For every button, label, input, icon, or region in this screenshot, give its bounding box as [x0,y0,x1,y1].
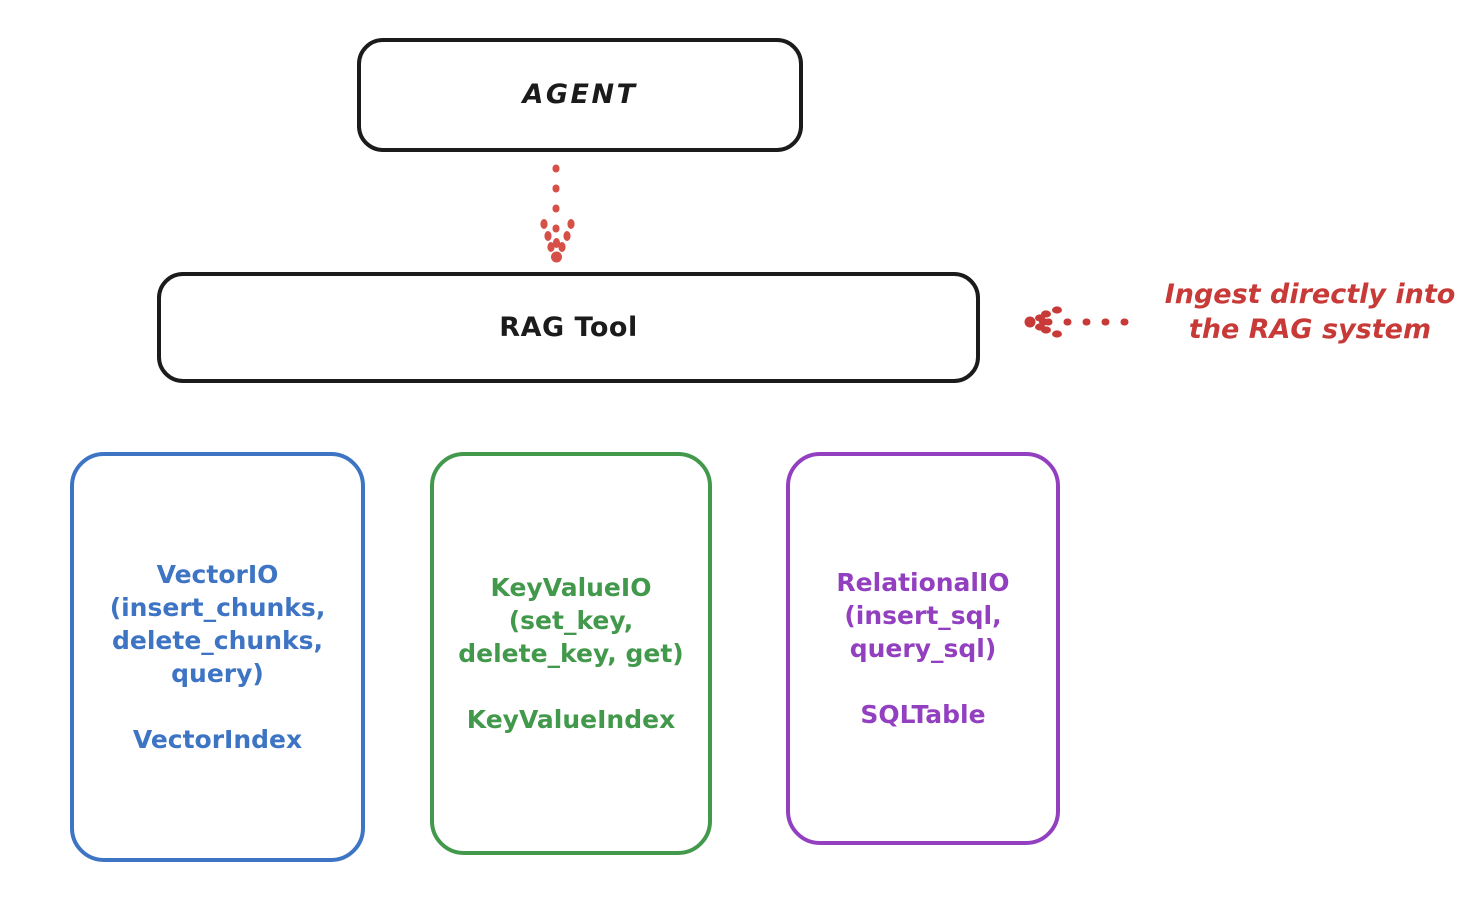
edge-ingest-to-rag-tool [1024,306,1132,338]
node-agent[interactable]: AGENT [357,38,803,152]
node-rag-tool-label: RAG Tool [499,311,638,343]
node-rag-tool[interactable]: RAG Tool [157,272,980,383]
node-keyvalueio-label: KeyValueIO (set_key, delete_key, get) Ke… [458,573,684,734]
edge-ingest-to-rag-tool-arrowhead [1024,306,1062,338]
edge-agent-to-rag-tool [540,164,575,263]
node-relationalio[interactable]: RelationalIO (insert_sql, query_sql) SQL… [786,452,1060,845]
node-relationalio-label: RelationalIO (insert_sql, query_sql) SQL… [836,568,1010,729]
node-vectorio-label: VectorIO (insert_chunks, delete_chunks, … [109,560,326,754]
edge-agent-to-rag-tool-arrowhead [540,219,575,263]
node-keyvalueio[interactable]: KeyValueIO (set_key, delete_key, get) Ke… [430,452,712,855]
node-agent-label: AGENT [522,79,638,111]
annotation-ingest: Ingest directly into the RAG system [1164,279,1456,346]
node-vectorio[interactable]: VectorIO (insert_chunks, delete_chunks, … [70,452,365,862]
